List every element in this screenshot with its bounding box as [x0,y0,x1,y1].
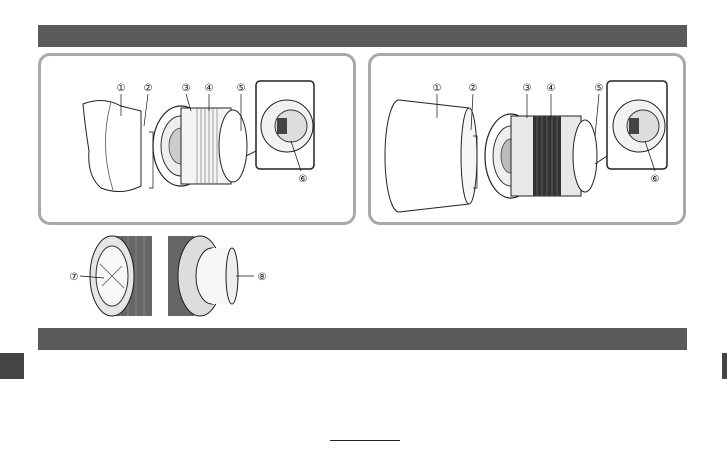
callout-left-6: ⑥ [299,174,308,185]
lens-illustration-left: ① ② ③ ④ ⑤ ⑥ [41,56,353,222]
section-header-bar-top [38,25,687,47]
footer-page-rule [330,440,400,441]
callout-left-4: ④ [205,83,214,94]
side-index-tab-right [722,353,727,379]
callout-right-2: ② [469,83,478,94]
callout-right-3: ③ [523,83,532,94]
callout-cap-8: ⑧ [258,272,267,283]
lens-diagram-panel-left: ① ② ③ ④ ⑤ ⑥ [38,53,356,225]
callout-left-2: ② [144,83,153,94]
lens-illustration-right: ① ② ③ ④ ⑤ ⑥ [371,56,683,222]
callout-cap-7: ⑦ [70,272,79,283]
callout-left-3: ③ [182,83,191,94]
section-header-bar-middle [38,328,687,350]
side-index-tab-left [0,353,24,379]
callout-left-5: ⑤ [237,83,246,94]
callout-right-1: ① [433,83,442,94]
callout-left-1: ① [117,83,126,94]
callout-right-6: ⑥ [651,174,660,185]
lens-caps-illustration: ⑦ ⑧ [50,230,280,320]
lens-diagram-panel-right: ① ② ③ ④ ⑤ ⑥ [368,53,686,225]
callout-right-5: ⑤ [595,83,604,94]
callout-right-4: ④ [547,83,556,94]
